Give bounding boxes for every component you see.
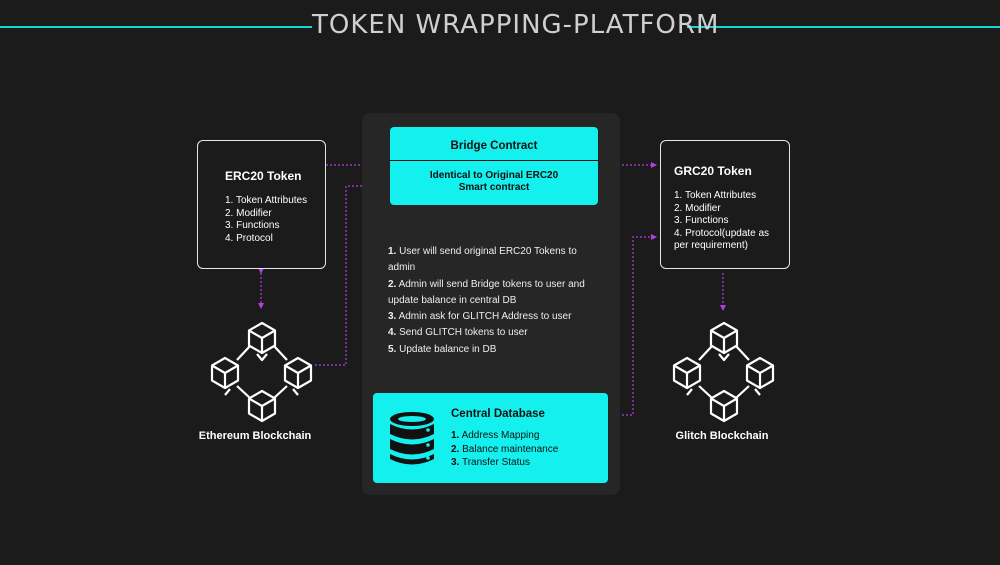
list-item: 2. Balance maintenance (451, 443, 558, 457)
step-number: 5. (388, 343, 397, 355)
title-rule-left (0, 26, 312, 28)
list-item: 1. Address Mapping (451, 429, 558, 443)
step-number: 2. (388, 278, 397, 290)
ethereum-blockchain-icon (210, 321, 313, 423)
step-text: update balance in central DB (388, 294, 517, 306)
step-text: admin (388, 262, 416, 274)
database-icon (390, 412, 434, 465)
item-text: Address Mapping (461, 430, 540, 441)
step-text: Update balance in DB (399, 343, 497, 355)
erc20-token-card: ERC20 Token 1. Token Attributes 2. Modif… (197, 140, 326, 269)
step-text: Send GLITCH tokens to user (399, 327, 528, 339)
bridge-contract-card: Bridge Contract Identical to Original ER… (390, 127, 598, 205)
grc20-list: 1. Token Attributes 2. Modifier 3. Funct… (674, 190, 769, 253)
item-number: 2. (451, 443, 460, 455)
erc20-title: ERC20 Token (225, 169, 302, 183)
database-list: 1. Address Mapping 2. Balance maintenanc… (451, 429, 558, 470)
step-item: 4. Send GLITCH tokens to user (388, 325, 598, 341)
bridge-subtitle: Identical to Original ERC20 Smart contra… (390, 170, 598, 194)
item-text: Transfer Status (461, 457, 530, 468)
step-item: 5. Update balance in DB (388, 342, 598, 358)
list-item: 2. Modifier (674, 202, 721, 214)
step-text: User will send original ERC20 Tokens to (399, 246, 577, 257)
step-number: 4. (388, 327, 397, 339)
page-title: TOKEN WRAPPING-PLATFORM (312, 10, 720, 40)
database-title: Central Database (451, 408, 545, 420)
list-item: 4. Protocol (225, 232, 273, 244)
item-number: 1. (451, 430, 460, 441)
bridge-divider (390, 160, 598, 161)
list-item: 3. Transfer Status (451, 456, 558, 470)
step-item: 2. Admin will send Bridge tokens to user… (388, 277, 598, 310)
connector-db-to-grc (610, 234, 657, 416)
central-database-card: Central Database 1. Address Mapping 2. B… (373, 393, 608, 483)
bridge-subtitle-line: Identical to Original ERC20 (429, 170, 559, 181)
title-rule-right (687, 26, 1000, 28)
list-item: 1. Token Attributes (225, 195, 308, 206)
step-item: 3. Admin ask for GLITCH Address to user (388, 309, 598, 325)
step-number: 3. (388, 311, 397, 323)
item-number: 3. (451, 457, 460, 468)
process-steps: 1. User will send original ERC20 Tokens … (388, 244, 598, 358)
bridge-title: Bridge Contract (450, 140, 538, 152)
bridge-subtitle-line: Smart contract (458, 182, 530, 193)
connector-ethereum-to-bridge (315, 183, 389, 366)
item-text: Balance maintenance (462, 443, 559, 455)
glitch-blockchain-label: Glitch Blockchain (675, 430, 769, 442)
ethereum-blockchain-label: Ethereum Blockchain (198, 430, 312, 442)
step-number: 1. (388, 246, 397, 257)
list-item: 4. Protocol(update as (674, 227, 770, 239)
step-text: Admin ask for GLITCH Address to user (398, 311, 572, 323)
glitch-blockchain-icon (672, 321, 775, 423)
erc20-list: 1. Token Attributes 2. Modifier 3. Funct… (225, 195, 307, 245)
grc20-token-card: GRC20 Token 1. Token Attributes 2. Modif… (660, 140, 790, 269)
list-item: 1. Token Attributes (674, 190, 757, 201)
list-item: 3. Functions (225, 220, 280, 231)
list-item: per requirement) (674, 240, 748, 251)
step-item: 1. User will send original ERC20 Tokens … (388, 244, 598, 277)
grc20-title: GRC20 Token (674, 164, 752, 178)
step-text: Admin will send Bridge tokens to user an… (398, 278, 585, 290)
list-item: 3. Functions (674, 215, 729, 226)
list-item: 2. Modifier (225, 207, 272, 219)
